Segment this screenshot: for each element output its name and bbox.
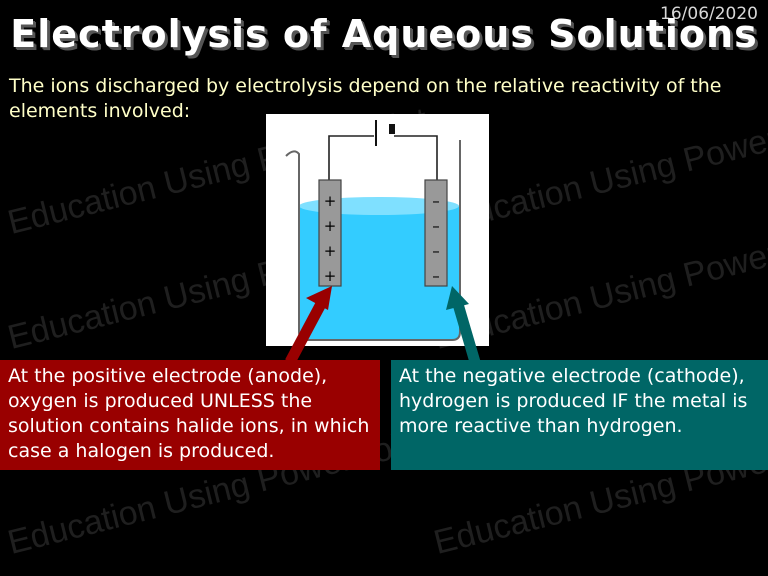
cathode-electrode bbox=[424, 179, 448, 287]
anode-electrode bbox=[318, 179, 342, 287]
wire-anode bbox=[328, 135, 374, 180]
anode-sign: + bbox=[324, 217, 337, 235]
battery-cell-short bbox=[389, 124, 395, 134]
anode-info-text: At the positive electrode (anode), oxyge… bbox=[8, 365, 370, 462]
anode-arrow-head bbox=[306, 286, 332, 310]
wire-cathode bbox=[394, 135, 438, 180]
intro-text: The ions discharged by electrolysis depe… bbox=[9, 75, 722, 122]
anode-sign: + bbox=[324, 242, 337, 260]
cathode-sign: – bbox=[432, 242, 440, 260]
anode-sign: + bbox=[324, 192, 337, 210]
cathode-sign: – bbox=[432, 267, 440, 285]
anode-arrow-shaft bbox=[285, 299, 327, 365]
cathode-sign: – bbox=[432, 192, 440, 210]
cathode-arrow-shaft bbox=[452, 302, 481, 364]
slide-title: Electrolysis of Aqueous Solutions bbox=[10, 12, 758, 56]
cathode-info-box: At the negative electrode (cathode), hyd… bbox=[391, 360, 768, 470]
slide-date: 16/06/2020 bbox=[660, 4, 758, 24]
cathode-info-text: At the negative electrode (cathode), hyd… bbox=[399, 365, 748, 437]
cathode-sign: – bbox=[432, 217, 440, 235]
anode-sign: + bbox=[324, 267, 337, 285]
anode-info-box: At the positive electrode (anode), oxyge… bbox=[0, 360, 380, 470]
cathode-arrow-head bbox=[446, 286, 469, 310]
